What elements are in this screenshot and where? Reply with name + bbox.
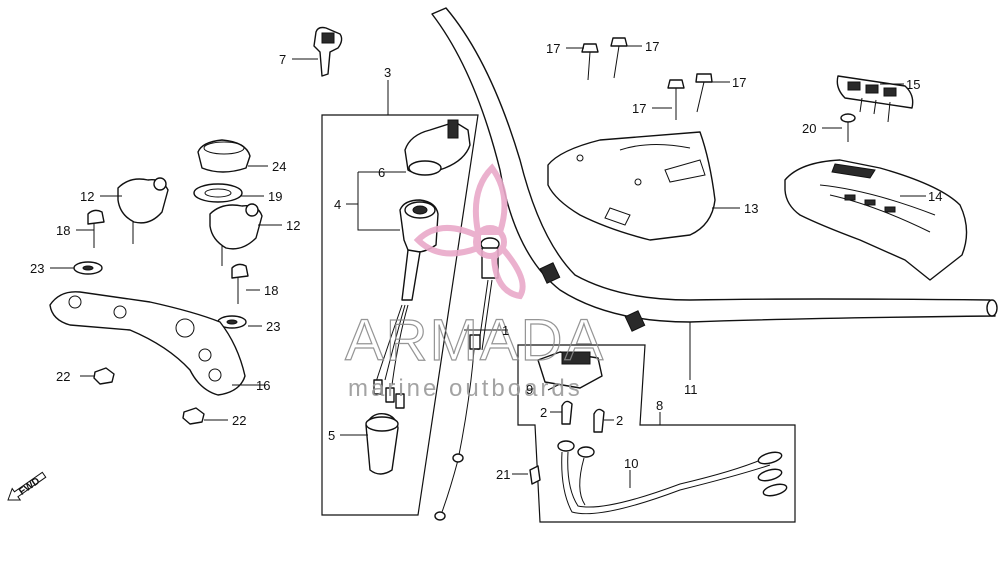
switch-harness-box [517, 344, 796, 523]
washers-23 [73, 261, 247, 329]
handlebar-upper-cover [547, 131, 716, 241]
callout-17b: 17 [645, 39, 659, 54]
callout-18b: 18 [264, 283, 278, 298]
watermark-tagline: marine outboards [348, 375, 583, 402]
bolts-17 [581, 37, 713, 120]
callout-22b: 22 [232, 413, 246, 428]
logo-hub [473, 225, 507, 259]
callout-7: 7 [279, 52, 286, 67]
callout-3: 3 [384, 65, 391, 80]
callout-4: 4 [334, 197, 341, 212]
logo-blade-right [490, 243, 526, 300]
callout-2a: 2 [540, 405, 547, 420]
forward-direction-indicator: FWD [7, 471, 47, 501]
callout-17a: 17 [546, 41, 560, 56]
watermark-brand: ARMADA [345, 308, 605, 373]
callout-11: 11 [684, 382, 698, 397]
callout-13: 13 [744, 201, 758, 216]
callout-5: 5 [328, 428, 335, 443]
callout-23b: 23 [266, 319, 280, 334]
callout-14: 14 [928, 189, 942, 204]
callout-22a: 22 [56, 369, 70, 384]
lower-holder-plate [49, 291, 246, 396]
logo-blade-left [413, 224, 481, 257]
callout-1: 1 [502, 323, 509, 338]
callout-24: 24 [272, 159, 286, 174]
callout-23a: 23 [30, 261, 44, 276]
handlebar-lower-cover [784, 159, 968, 281]
callout-17d: 17 [732, 75, 746, 90]
callout-15: 15 [906, 77, 920, 92]
callout-8: 8 [656, 398, 663, 413]
callout-6: 6 [378, 165, 385, 180]
forward-arrow-icon [7, 471, 47, 501]
callout-9: 9 [526, 382, 533, 397]
leader-lines [50, 45, 926, 488]
emblem [836, 75, 914, 123]
callout-12b: 12 [286, 218, 300, 233]
ignition-key [313, 26, 343, 77]
handlebar-holders [117, 177, 263, 266]
callout-20: 20 [802, 121, 816, 136]
screw-20 [840, 113, 856, 142]
callout-12a: 12 [80, 189, 94, 204]
ignition-switch-assembly-box [321, 114, 479, 516]
callout-2b: 2 [616, 413, 623, 428]
nuts-22 [93, 367, 205, 425]
callout-18a: 18 [56, 223, 70, 238]
bolts-18 [87, 209, 249, 304]
callout-19: 19 [268, 189, 282, 204]
watermark: ARMADA marine outboards [344, 163, 605, 402]
propeller-logo-icon [413, 163, 526, 300]
callouts: 1 2 2 3 4 5 6 7 8 9 10 11 12 12 13 14 15… [30, 39, 942, 482]
cap-24 [197, 139, 251, 173]
logo-blade-top [472, 163, 508, 235]
callout-21: 21 [496, 467, 510, 482]
handlebar [431, 7, 998, 332]
callout-10: 10 [624, 456, 638, 471]
callout-16: 16 [256, 378, 270, 393]
callout-17c: 17 [632, 101, 646, 116]
washer-19 [193, 183, 243, 203]
